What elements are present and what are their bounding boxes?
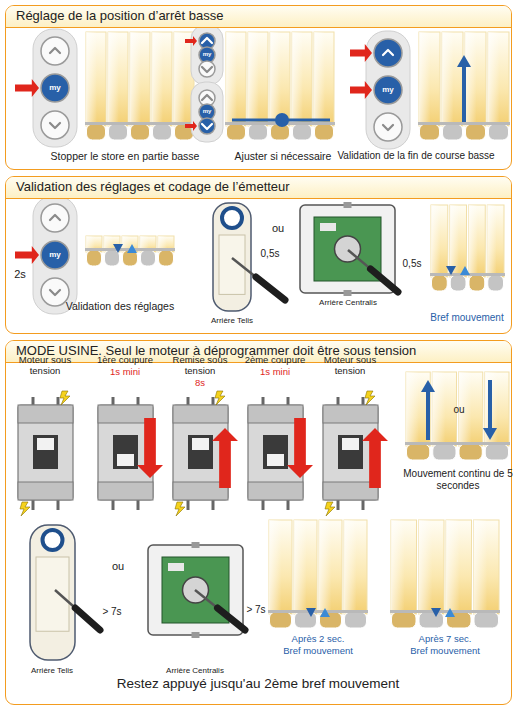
conjunction: ou: [448, 404, 470, 416]
step-label: 2ème coupure: [241, 355, 309, 366]
caption: Mouvement continu de 5 secondes: [403, 468, 513, 491]
step-time: 1s mini: [95, 367, 155, 378]
duration: 2s: [8, 268, 32, 281]
device-caption: Arrière Centralis: [149, 666, 241, 675]
button-label: my: [199, 51, 215, 58]
step-time: 1s mini: [245, 367, 305, 378]
device-caption: Arrière Telis: [197, 316, 267, 325]
step-label: Moteur sous tension: [17, 355, 73, 377]
caption: Stopper le store en partie basse: [25, 150, 225, 162]
duration: 0,5s: [398, 258, 426, 270]
caption: Bref mouvement: [425, 312, 509, 324]
button-label: my: [199, 108, 215, 115]
conjunction: ou: [266, 222, 290, 235]
step-time: 8s: [185, 378, 215, 389]
caption: Bref mouvement: [390, 646, 500, 657]
device-caption: Arrière Centralis: [303, 298, 393, 307]
step-label: Moteur sous tension: [322, 355, 378, 377]
footer-note: Restez appuyé jusqu'au 2ème bref mouveme…: [48, 676, 468, 692]
section-heading: Réglage de la position d’arrêt basse: [6, 6, 511, 28]
duration: > 7s: [243, 604, 269, 616]
caption: Bref mouvement: [268, 646, 368, 657]
button-label: my: [377, 85, 399, 94]
section-panel: Réglage de la position d’arrêt basse: [5, 5, 512, 170]
caption: Après 7 sec.: [390, 634, 500, 645]
step-label: 1ère coupure: [91, 355, 159, 366]
button-label: my: [44, 83, 66, 92]
caption: Validation des réglages: [50, 300, 190, 312]
step-label: Remise sous tension: [169, 355, 231, 377]
button-label: my: [44, 250, 66, 259]
duration: > 7s: [97, 606, 127, 618]
conjunction: ou: [106, 560, 130, 573]
section-heading: Validation des réglages et codage de l’é…: [6, 177, 511, 199]
caption: Après 2 sec.: [268, 634, 368, 645]
caption: Ajuster si nécessaire: [218, 150, 348, 162]
caption: Validation de la fin de course basse: [320, 150, 512, 162]
device-caption: Arrière Telis: [14, 666, 90, 675]
duration: 0,5s: [256, 248, 284, 260]
